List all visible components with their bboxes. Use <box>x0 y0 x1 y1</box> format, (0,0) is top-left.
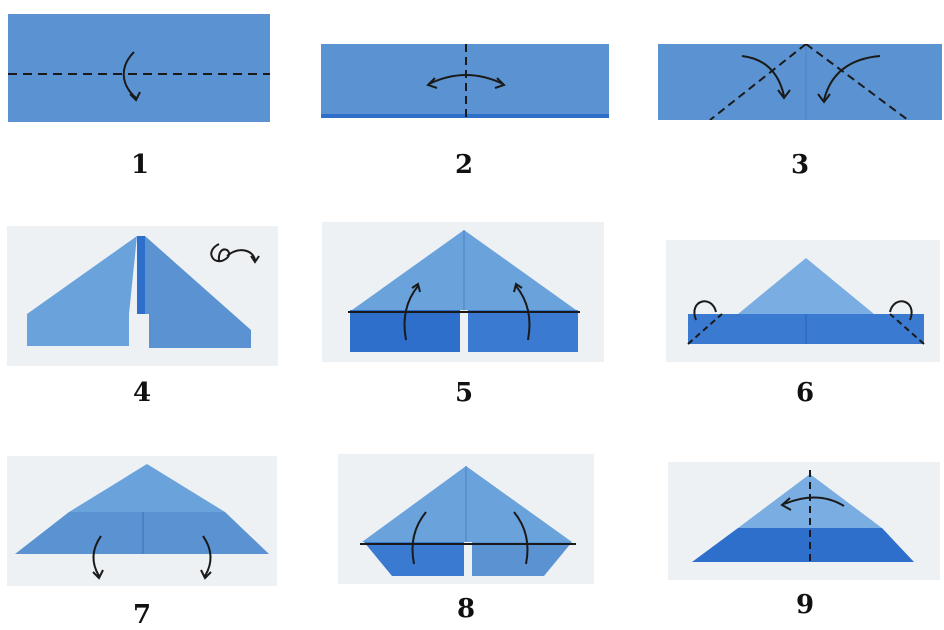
fold-arrow <box>428 74 504 85</box>
step-6-photo <box>666 240 940 362</box>
step-number: 7 <box>132 600 152 630</box>
fold-arrow <box>823 55 881 101</box>
right-flap <box>145 236 251 348</box>
paper-rectangle <box>8 14 270 122</box>
fold-line <box>709 44 807 120</box>
right-flap <box>468 310 578 352</box>
fold-arrow <box>403 285 419 341</box>
paper-strip <box>321 44 609 116</box>
fold-arrow <box>202 535 212 577</box>
step-1-diagram <box>8 14 270 122</box>
step-number: 2 <box>454 150 474 180</box>
step-number: 9 <box>795 590 815 620</box>
fold-line <box>889 313 925 345</box>
step-7-photo <box>7 456 277 586</box>
fold-arrow <box>889 300 913 321</box>
fold-arrow <box>741 55 785 97</box>
triangle <box>738 258 874 314</box>
step-4-photo <box>7 226 278 366</box>
fold-arrow <box>515 285 531 341</box>
step-number: 4 <box>132 378 152 408</box>
fold-arrow <box>92 535 102 577</box>
step-number: 6 <box>795 378 815 408</box>
turn-over-icon <box>210 243 256 263</box>
fold-arrow <box>783 496 845 507</box>
bottom-band <box>15 512 269 554</box>
paper-strip <box>658 44 942 120</box>
step-number: 3 <box>790 150 810 180</box>
step-5-photo <box>322 222 604 362</box>
step-2-diagram <box>321 44 609 120</box>
bottom-band <box>692 528 914 562</box>
fold-arrow <box>513 511 529 565</box>
left-flap <box>27 236 137 346</box>
step-number: 1 <box>130 150 150 180</box>
step-number: 8 <box>456 594 476 624</box>
fold-line <box>805 44 909 120</box>
fold-arrow <box>122 51 137 99</box>
step-number: 5 <box>454 378 474 408</box>
fold-arrow <box>693 300 717 321</box>
step-8-photo <box>338 454 594 584</box>
step-3-diagram <box>658 44 942 120</box>
step-9-photo <box>668 462 940 580</box>
triangle <box>362 466 572 542</box>
triangle <box>69 464 225 512</box>
fold-line <box>687 313 723 345</box>
right-flap <box>472 542 572 576</box>
fold-arrow <box>411 511 427 565</box>
